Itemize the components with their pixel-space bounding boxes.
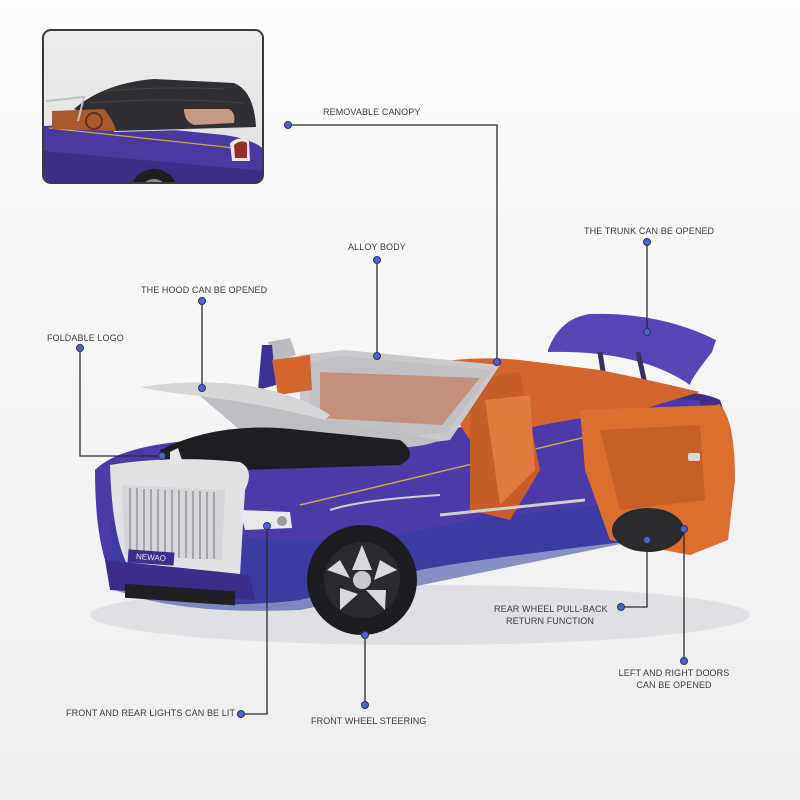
callout-label-line2: CAN BE OPENED [636, 680, 712, 690]
callout-dot-trunk [643, 238, 651, 246]
callout-dot-alloy [373, 256, 381, 264]
callout-dot-rearwheel-end [643, 536, 651, 544]
callout-label: FOLDABLE LOGO [47, 333, 124, 343]
callout-label: THE HOOD CAN BE OPENED [141, 285, 268, 295]
callout-dot-lights-end [263, 522, 271, 530]
callout-dot-trunk-end [643, 328, 651, 336]
callout-lights: FRONT AND REAR LIGHTS CAN BE LIT [66, 707, 235, 719]
callout-dot-hood-end [198, 384, 206, 392]
callout-hood: THE HOOD CAN BE OPENED [141, 284, 267, 296]
callout-rear-wheel: REAR WHEEL PULL-BACK RETURN FUNCTION [494, 603, 608, 627]
callout-dot-canopy [284, 121, 292, 129]
inset-car-illustration [44, 79, 262, 182]
callout-trunk: THE TRUNK CAN BE OPENED [584, 225, 714, 237]
callout-label: REMOVABLE CANOPY [323, 107, 421, 117]
callout-label: THE TRUNK CAN BE OPENED [584, 226, 715, 236]
callout-label: FRONT WHEEL STEERING [311, 716, 427, 726]
callout-dot-alloy-end [373, 352, 381, 360]
callout-alloy-body: ALLOY BODY [348, 241, 406, 253]
callout-removable-canopy: REMOVABLE CANOPY [323, 106, 420, 118]
callout-dot-canopy-end [493, 358, 501, 366]
callout-dot-frontwheel [361, 631, 369, 639]
callout-label-line2: RETURN FUNCTION [506, 616, 594, 626]
callout-dot-frontwheel-end [361, 701, 369, 709]
canopy-inset-image [42, 29, 264, 184]
callout-label-line1: REAR WHEEL PULL-BACK [494, 604, 608, 614]
callout-dot-hood [198, 297, 206, 305]
callout-dot-logo-end [158, 452, 166, 460]
callout-front-wheel: FRONT WHEEL STEERING [311, 715, 427, 727]
callout-dot-lights [237, 710, 245, 718]
callout-dot-doors-end [680, 657, 688, 665]
callout-label: ALLOY BODY [348, 242, 406, 252]
callout-label: FRONT AND REAR LIGHTS CAN BE LIT [66, 708, 236, 718]
callout-dot-doors [680, 525, 688, 533]
callout-dot-logo [76, 344, 84, 352]
callout-foldable-logo: FOLDABLE LOGO [47, 332, 124, 344]
callout-dot-rearwheel [617, 603, 625, 611]
callout-doors: LEFT AND RIGHT DOORS CAN BE OPENED [618, 667, 730, 691]
callout-label-line1: LEFT AND RIGHT DOORS [618, 668, 730, 678]
